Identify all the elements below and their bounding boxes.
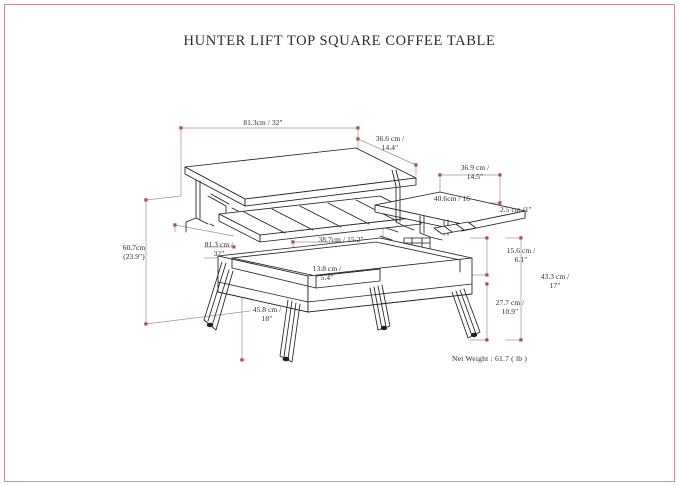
dimension-label-second-depth: 36.9 cm / 14.5": [460, 163, 490, 182]
left-lift-top-panel: [184, 147, 417, 207]
right-lift-top-panel: [374, 191, 526, 232]
dimension-label-panel-thickness: 2.5 cm /1": [500, 205, 532, 214]
middle-slat-platform: [218, 195, 422, 243]
dimension-label-inner-depth: 13.8 cm / 5.4": [312, 264, 342, 283]
dimension-label-right-total: 43.3 cm / 17": [540, 272, 570, 291]
dimension-label-second-width: 40.6cm / 16: [433, 194, 471, 203]
dimension-label-top-depth: 36.6 cm / 14.4": [375, 134, 405, 153]
hairpin-legs: [203, 261, 481, 363]
table-line-art: [184, 147, 526, 363]
dimension-label-base-width: 81.3 cm / 32": [204, 240, 234, 259]
dimension-label-case-height: 15.6 cm / 6.1": [506, 246, 536, 265]
dimension-label-leg-length: 45.8 cm / 18": [252, 305, 282, 324]
dimension-label-inner-width: 38.7cm / 15.2": [318, 235, 364, 244]
table-case-body: [217, 237, 473, 313]
dimension-label-overall-height: 60.7cm (23.9"): [122, 243, 146, 262]
dimension-label-leg-clearance: 27.7 cm / 10.9": [495, 298, 525, 317]
net-weight-label: Net Weight : 61.7 ( lb ): [452, 354, 528, 363]
page-title: HUNTER LIFT TOP SQUARE COFFEE TABLE: [183, 33, 496, 49]
lower-mechanism-rail: [433, 221, 477, 235]
dimension-label-top-width: 81.3cm / 32": [243, 118, 283, 127]
